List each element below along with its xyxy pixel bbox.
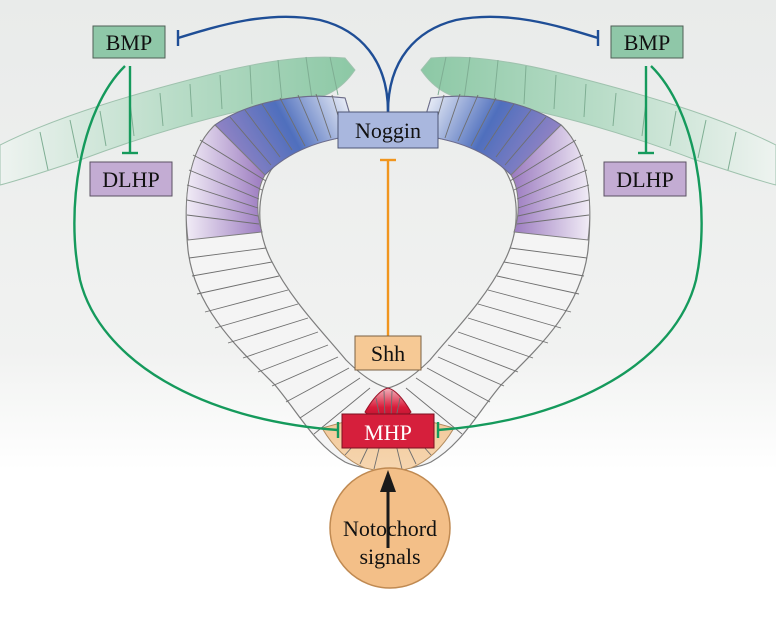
shh-box: Shh <box>354 335 422 371</box>
noggin-box: Noggin <box>337 111 439 149</box>
bmp-left-label: BMP <box>106 30 152 55</box>
notochord-label-line1: Notochord <box>343 516 437 541</box>
ectoderm-left <box>0 56 356 186</box>
bmp-left-box: BMP <box>92 25 166 59</box>
notochord-label-line2: signals <box>359 544 420 569</box>
ectoderm-right <box>420 56 776 186</box>
bmp-right-label: BMP <box>624 30 670 55</box>
noggin-label: Noggin <box>355 118 421 143</box>
shh-label: Shh <box>371 341 405 366</box>
dlhp-left-label: DLHP <box>102 167 159 192</box>
notochord <box>329 467 451 589</box>
dlhp-right-box: DLHP <box>603 161 687 197</box>
shh-inhibition-line <box>380 158 396 336</box>
bmp-right-box: BMP <box>610 25 684 59</box>
dlhp-left-box: DLHP <box>89 161 173 197</box>
bmp-inhibition-lines <box>73 65 703 438</box>
mhp-box: MHP <box>341 413 435 449</box>
mhp-label: MHP <box>364 420 412 445</box>
notochord-arrow <box>380 470 396 548</box>
dlhp-right-label: DLHP <box>616 167 673 192</box>
noggin-inhibition-lines <box>176 15 600 113</box>
